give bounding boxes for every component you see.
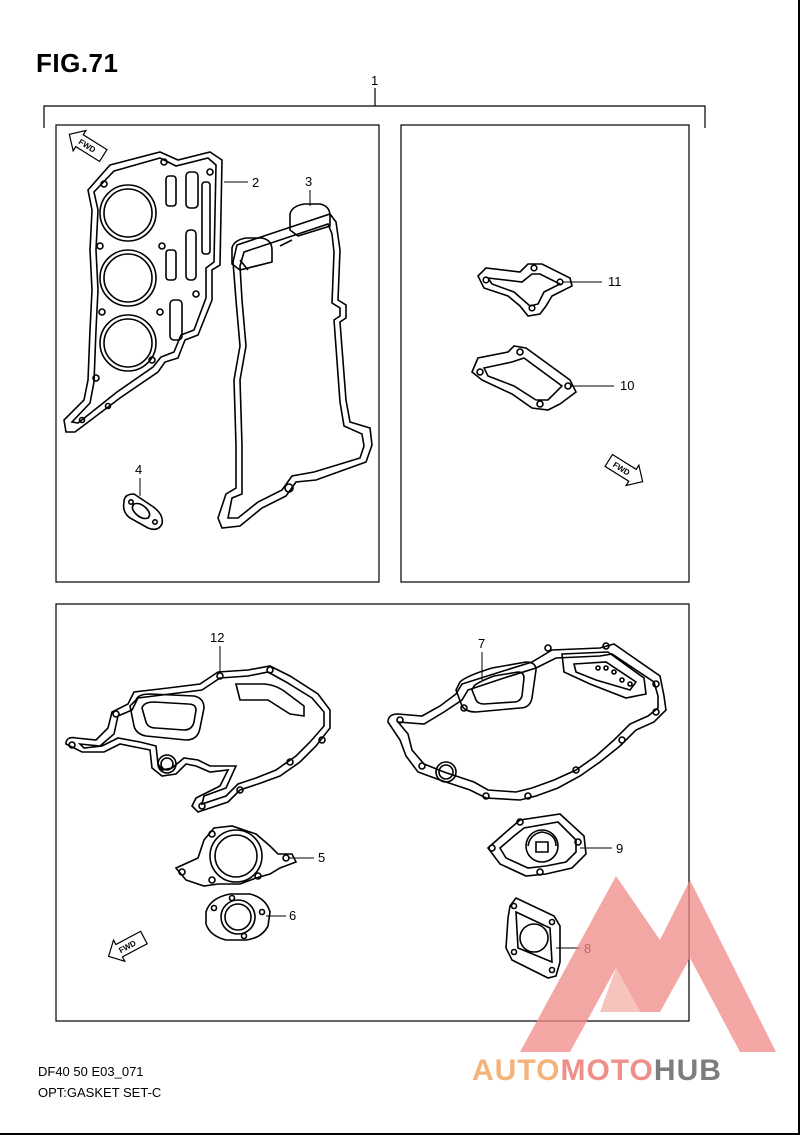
watermark-moto: MOTO [560,1054,654,1087]
part-9-gasket [486,813,587,877]
page-frame-right [798,0,800,1135]
callout-6: 6 [289,908,296,923]
page-frame-bottom [0,1133,800,1135]
fwd-arrow-top-right: FWD [604,453,644,487]
watermark-auto: AUTO [472,1054,561,1087]
leader-lines [139,181,614,949]
callout-11: 11 [608,274,622,289]
callout-3: 3 [305,174,312,189]
callout-9: 9 [616,841,623,856]
callout-1: 1 [371,73,378,88]
panel-top-right [400,124,690,583]
figure-code: DF40 50 E03_071 [38,1064,144,1079]
panel-top-left [55,124,380,583]
fwd-arrow-bottom: FWD [107,930,148,963]
part-10-gasket [471,345,578,411]
part-2-cylinder-head-gasket [63,151,223,433]
figure-name: OPT:GASKET SET-C [38,1085,162,1100]
figure-title: FIG.71 [36,48,119,78]
callout-2: 2 [252,175,259,190]
callout-7: 7 [478,636,485,651]
part-5-gasket [174,825,298,887]
part-11-gasket [477,263,573,317]
part-6-gasket [205,893,271,941]
watermark-hub: HUB [653,1054,722,1087]
part-12-gasket [65,665,331,813]
watermark-logo [520,876,776,1052]
part-3-head-cover-gasket [217,203,373,529]
callout-5: 5 [318,850,325,865]
callout-12: 12 [210,630,224,645]
part-8-gasket [505,896,561,979]
callout-10: 10 [620,378,634,393]
group-bracket [43,88,706,128]
fwd-arrow-top-left: FWD [68,129,108,163]
panel-bottom [55,603,690,1022]
part-4-small-gasket [122,493,164,531]
part-7-gasket [387,642,667,801]
callout-4: 4 [135,462,142,477]
watermark-text: AUTOMOTOHUB [472,1054,722,1088]
